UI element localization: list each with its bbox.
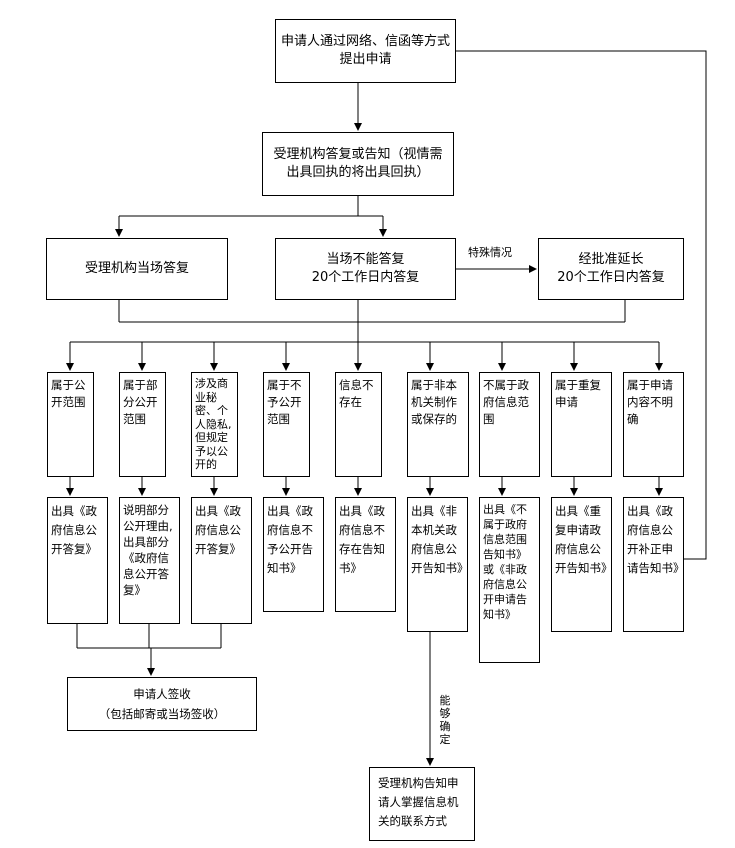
condition-box: 属于不予公开范围: [263, 372, 310, 477]
result-text: 出具《政府信息公开答复》: [195, 504, 241, 556]
branch-middle-box: 当场不能答复 20个工作日内答复: [275, 238, 456, 300]
sign-text: 申请人签收 （包括邮寄或当场签收）: [98, 687, 226, 721]
result-box: 出具《重复申请政府信息公开告知书》: [551, 497, 613, 632]
result-box: 说明部分公开理由,出具部分《政府信息公开答复》: [119, 497, 180, 624]
result-text: 出具《不属于政府信息范围告知书》或《非政府信息公开申请告知书》: [483, 503, 527, 621]
condition-box: 不属于政府信息范围: [479, 372, 540, 477]
condition-text: 信息不存在: [339, 378, 374, 409]
condition-text: 属于重复申请: [555, 378, 601, 409]
condition-text: 属于部分公开范围: [123, 378, 158, 426]
reply-text: 受理机构答复或告知（视情需出具回执的将出具回执）: [273, 147, 443, 180]
condition-text: 属于申请内容不明确: [627, 378, 673, 426]
result-text: 出具《非本机关政府信息公开告知书》: [411, 504, 469, 575]
result-box: 出具《政府信息公开答复》: [191, 497, 252, 624]
branch-left-box: 受理机构当场答复: [46, 238, 228, 300]
reply-box: 受理机构答复或告知（视情需出具回执的将出具回执）: [262, 132, 454, 196]
condition-box: 信息不存在: [335, 372, 382, 477]
condition-text: 属于非本机关制作或保存的: [411, 378, 457, 426]
final-text: 受理机构告知申请人掌握信息机关的联系方式: [378, 776, 459, 828]
start-text: 申请人通过网络、信函等方式提出申请: [280, 34, 450, 67]
result-text: 出具《政府信息不存在告知书》: [339, 504, 385, 575]
result-box: 出具《政府信息不存在告知书》: [335, 497, 396, 612]
condition-box: 属于申请内容不明确: [623, 372, 684, 477]
condition-text: 不属于政府信息范围: [483, 378, 529, 426]
result-box: 出具《政府信息公开补正申请告知书》: [623, 497, 685, 632]
condition-box: 属于重复申请: [551, 372, 612, 477]
condition-text: 属于不予公开范围: [267, 378, 302, 426]
special-case-label: 特殊情况: [468, 246, 512, 259]
result-box: 出具《不属于政府信息范围告知书》或《非政府信息公开申请告知书》: [479, 497, 540, 663]
branch-right-box: 经批准延长 20个工作日内答复: [538, 238, 684, 300]
start-box: 申请人通过网络、信函等方式提出申请: [275, 19, 456, 83]
result-box: 出具《非本机关政府信息公开告知书》: [407, 497, 469, 632]
sign-box: 申请人签收 （包括邮寄或当场签收）: [67, 677, 257, 731]
result-text: 出具《政府信息不予公开告知书》: [267, 504, 313, 575]
final-box: 受理机构告知申请人掌握信息机关的联系方式: [369, 767, 475, 841]
condition-text: 属于公开范围: [51, 378, 86, 409]
result-text: 出具《政府信息公开答复》: [51, 504, 97, 556]
condition-box: 属于非本机关制作或保存的: [407, 372, 469, 477]
can-determine-label: 能够确定: [439, 694, 451, 746]
result-box: 出具《政府信息公开答复》: [47, 497, 108, 624]
condition-text: 涉及商业秘密、个人隐私,但规定予以公开的: [195, 377, 232, 471]
branch-left-text: 受理机构当场答复: [84, 261, 189, 276]
result-text: 说明部分公开理由,出具部分《政府信息公开答复》: [123, 503, 173, 597]
branch-middle-text: 当场不能答复 20个工作日内答复: [311, 252, 420, 285]
result-box: 出具《政府信息不予公开告知书》: [263, 497, 324, 612]
condition-box: 涉及商业秘密、个人隐私,但规定予以公开的: [191, 372, 238, 477]
branch-right-text: 经批准延长 20个工作日内答复: [557, 252, 665, 285]
result-text: 出具《政府信息公开补正申请告知书》: [627, 504, 685, 575]
condition-box: 属于部分公开范围: [119, 372, 166, 477]
result-text: 出具《重复申请政府信息公开告知书》: [555, 504, 613, 575]
condition-box: 属于公开范围: [47, 372, 94, 477]
